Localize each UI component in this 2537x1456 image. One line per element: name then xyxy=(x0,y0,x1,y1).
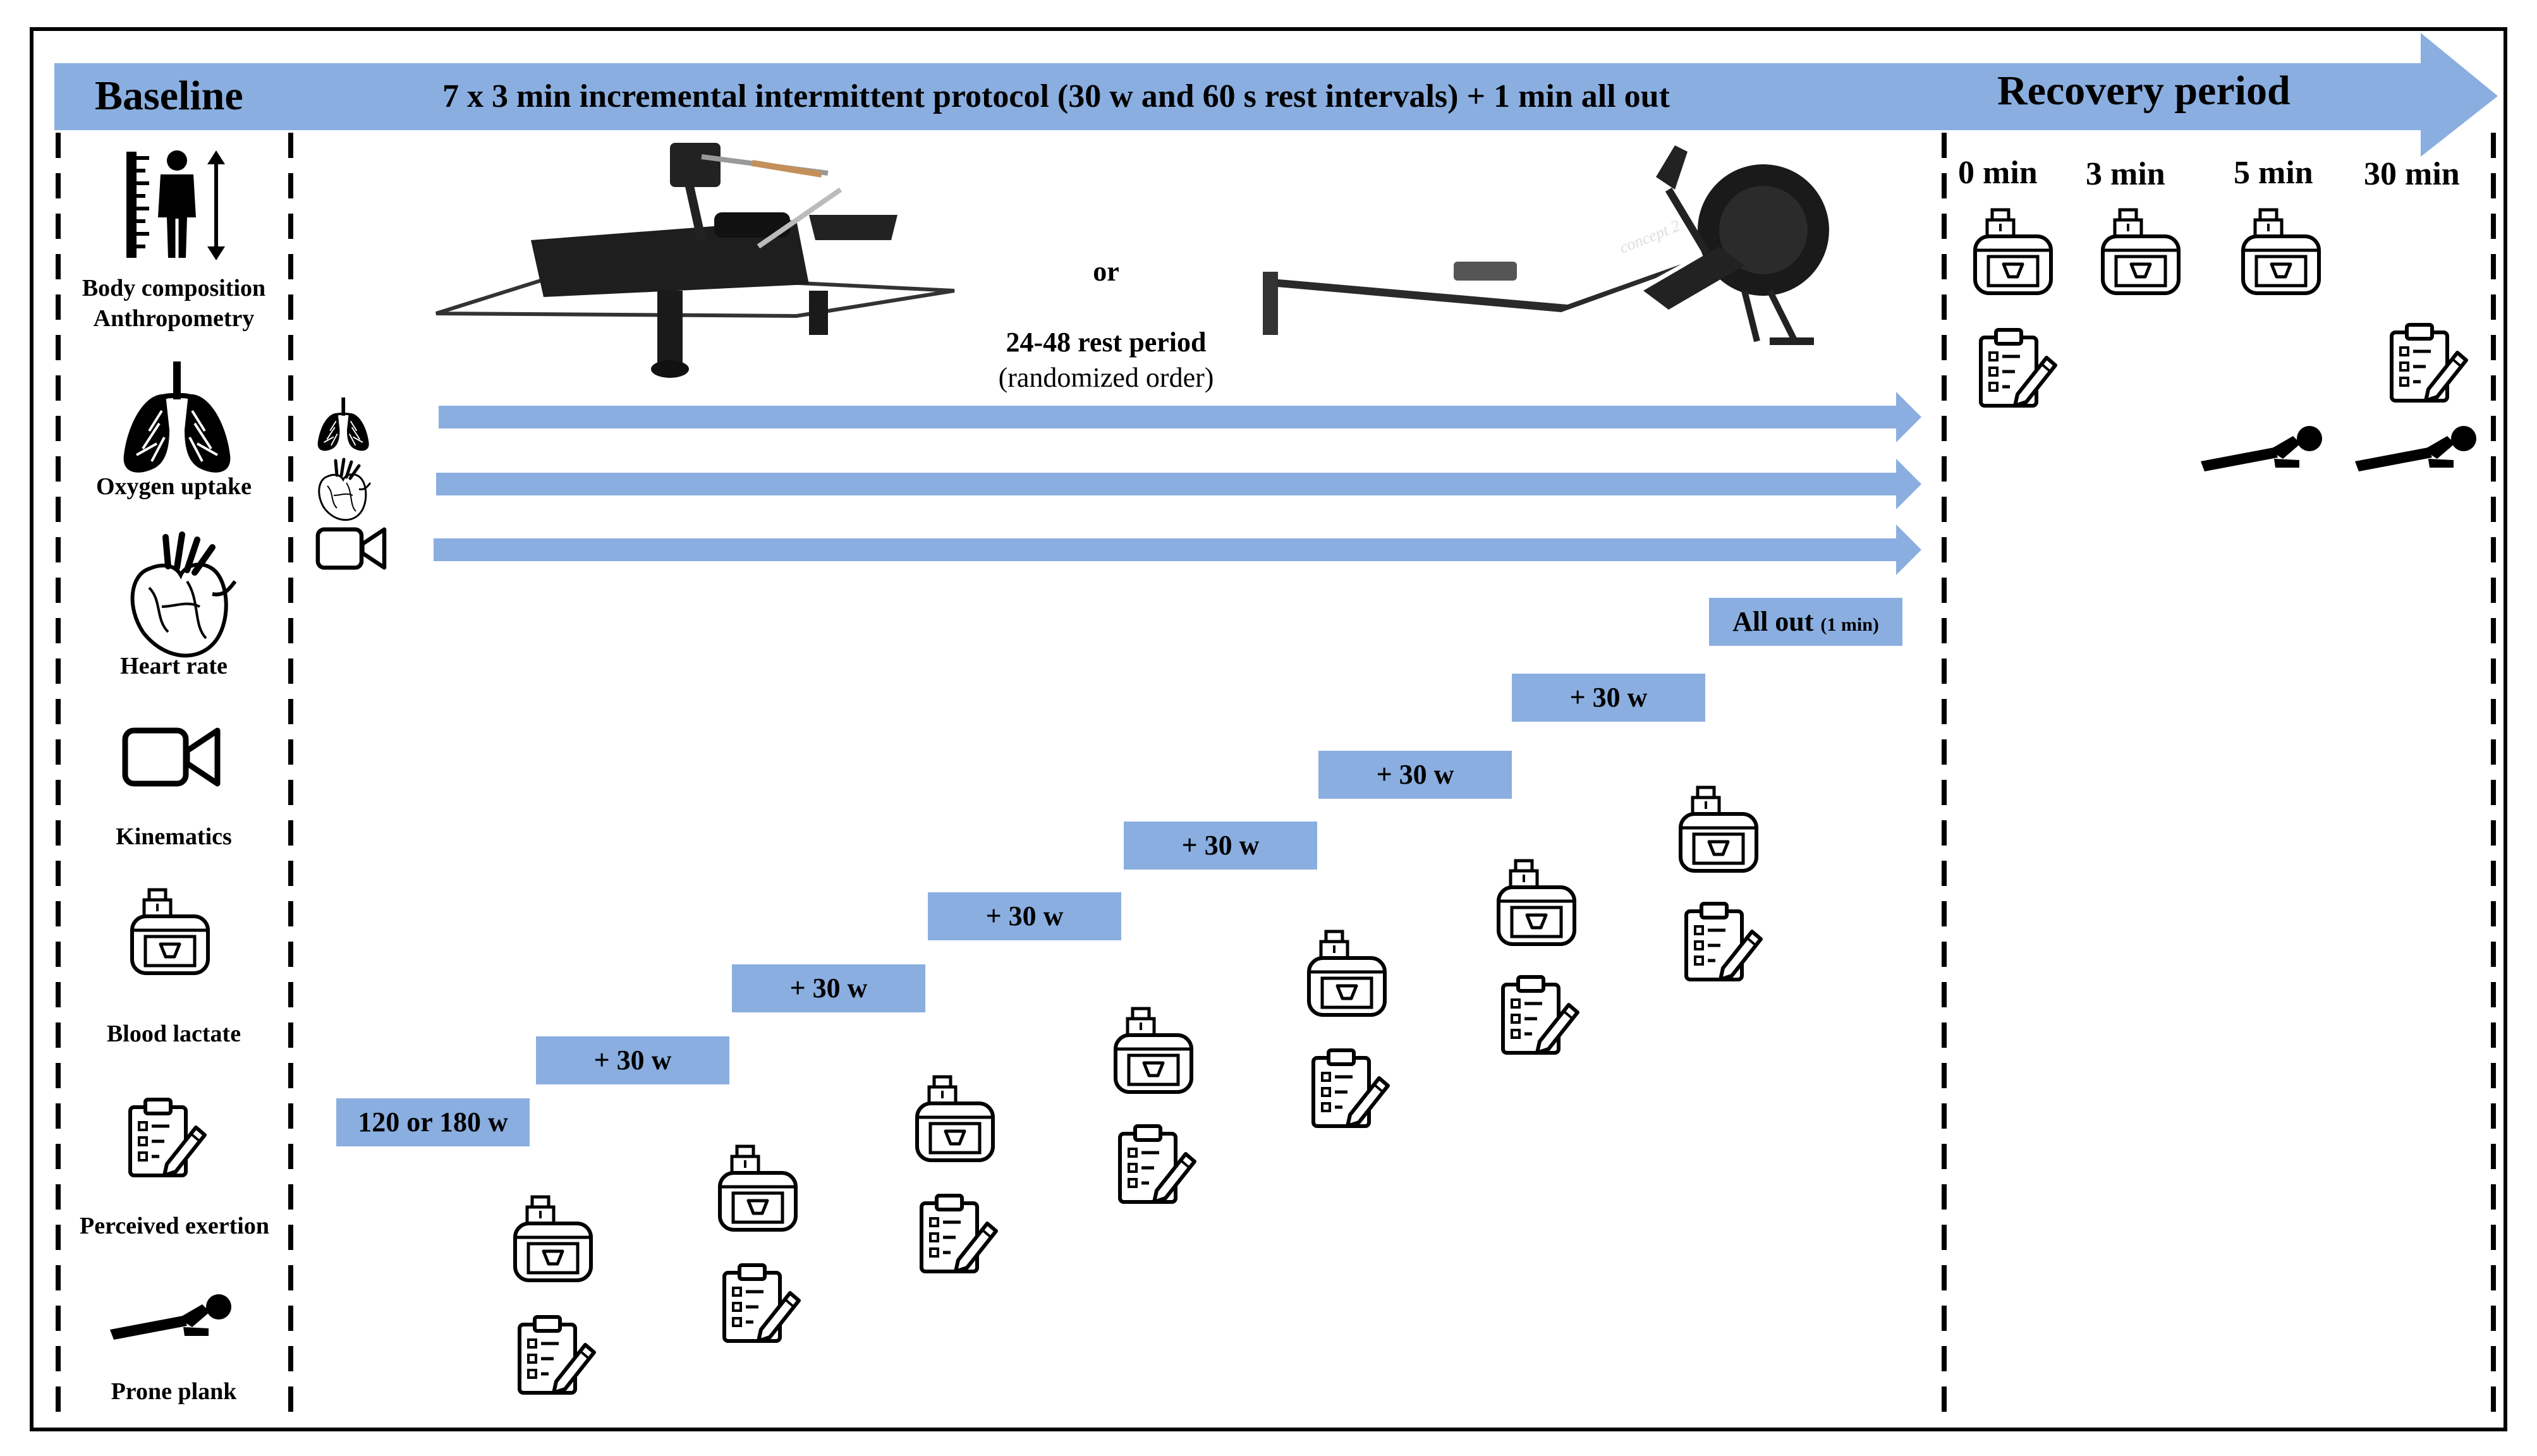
video-camera-icon xyxy=(125,731,217,784)
clipboard-icon xyxy=(922,1196,996,1271)
step-all-out: All out (1 min) xyxy=(1709,598,1902,646)
video-camera-icon xyxy=(318,530,384,567)
randomized-order-label: (randomized order) xyxy=(998,362,1214,393)
outer-frame xyxy=(30,27,2507,1431)
all-out-duration: (1 min) xyxy=(1820,614,1879,635)
timepoint-30: 30 min xyxy=(2364,156,2460,192)
lungs-icon xyxy=(124,361,231,473)
clipboard-icon xyxy=(130,1100,205,1175)
timepoint-0: 0 min xyxy=(1958,155,2038,191)
blood-lactate-label: Blood lactate xyxy=(106,1021,241,1047)
lactate-analyzer-icon xyxy=(720,1146,796,1230)
plank-icon xyxy=(110,1294,231,1340)
lactate-analyzer-icon xyxy=(1499,861,1574,944)
lungs-icon xyxy=(316,396,370,452)
timepoint-5: 5 min xyxy=(2234,155,2313,191)
lactate-analyzer-icon xyxy=(132,890,208,973)
or-label: or xyxy=(1093,256,1119,287)
section-dividers xyxy=(56,133,2496,1422)
body-composition-label: Body composition xyxy=(82,275,266,301)
clipboard-icon xyxy=(1120,1126,1195,1202)
heart-rate-label: Heart rate xyxy=(120,653,228,679)
header-arrow xyxy=(54,33,2498,157)
lactate-analyzer-icon xyxy=(2243,210,2319,293)
oxygen-uptake-label: Oxygen uptake xyxy=(96,473,252,500)
baseline-title: Baseline xyxy=(95,73,243,119)
lactate-analyzer-icon xyxy=(1116,1009,1191,1092)
lactate-analyzer-icon xyxy=(1681,787,1756,871)
step-increment: + 30 w xyxy=(732,964,925,1012)
clipboard-icon xyxy=(520,1317,594,1393)
anthropometry-label: Anthropometry xyxy=(93,305,255,332)
clipboard-icon xyxy=(1686,904,1761,980)
clipboard-icon xyxy=(1313,1050,1388,1126)
lactate-analyzer-icon xyxy=(1975,210,2051,293)
lactate-analyzer-icon xyxy=(2103,210,2179,293)
lactate-analyzer-icon xyxy=(1309,931,1385,1015)
kayak-ergometer-image xyxy=(435,143,955,378)
perceived-exertion-label: Perceived exertion xyxy=(80,1213,269,1239)
kinematics-label: Kinematics xyxy=(116,823,232,850)
plank-icon xyxy=(2355,426,2476,471)
clipboard-icon xyxy=(724,1265,799,1341)
prone-plank-label: Prone plank xyxy=(111,1378,237,1405)
recovery-title: Recovery period xyxy=(1997,68,2291,114)
anthropometry-icon xyxy=(126,150,225,260)
step-increment: + 30 w xyxy=(928,892,1121,940)
protocol-title: 7 x 3 min incremental intermittent proto… xyxy=(442,78,1670,114)
step-increment: + 30 w xyxy=(1512,674,1705,722)
step-increment: + 30 w xyxy=(1318,751,1512,799)
heart-icon xyxy=(133,535,235,655)
clipboard-icon xyxy=(1981,330,2055,406)
heart-icon xyxy=(319,459,370,520)
all-out-label: All out xyxy=(1732,606,1814,637)
measurement-arrows xyxy=(434,392,1921,575)
kinematics-arrow xyxy=(434,525,1921,575)
rowing-ergometer-image xyxy=(1263,145,1829,345)
step-start: 120 or 180 w xyxy=(336,1098,530,1146)
step-increment: + 30 w xyxy=(1124,822,1317,870)
heart-rate-arrow xyxy=(436,459,1921,509)
lactate-analyzer-icon xyxy=(917,1077,993,1160)
timepoint-3: 3 min xyxy=(2086,156,2165,192)
clipboard-icon xyxy=(2392,325,2466,401)
step-increment: + 30 w xyxy=(536,1036,729,1084)
lactate-analyzer-icon xyxy=(515,1197,591,1280)
plank-icon xyxy=(2201,426,2322,471)
rest-period-label: 24-48 rest period xyxy=(1006,327,1207,358)
oxygen-arrow xyxy=(439,392,1921,442)
clipboard-icon xyxy=(1503,977,1578,1053)
